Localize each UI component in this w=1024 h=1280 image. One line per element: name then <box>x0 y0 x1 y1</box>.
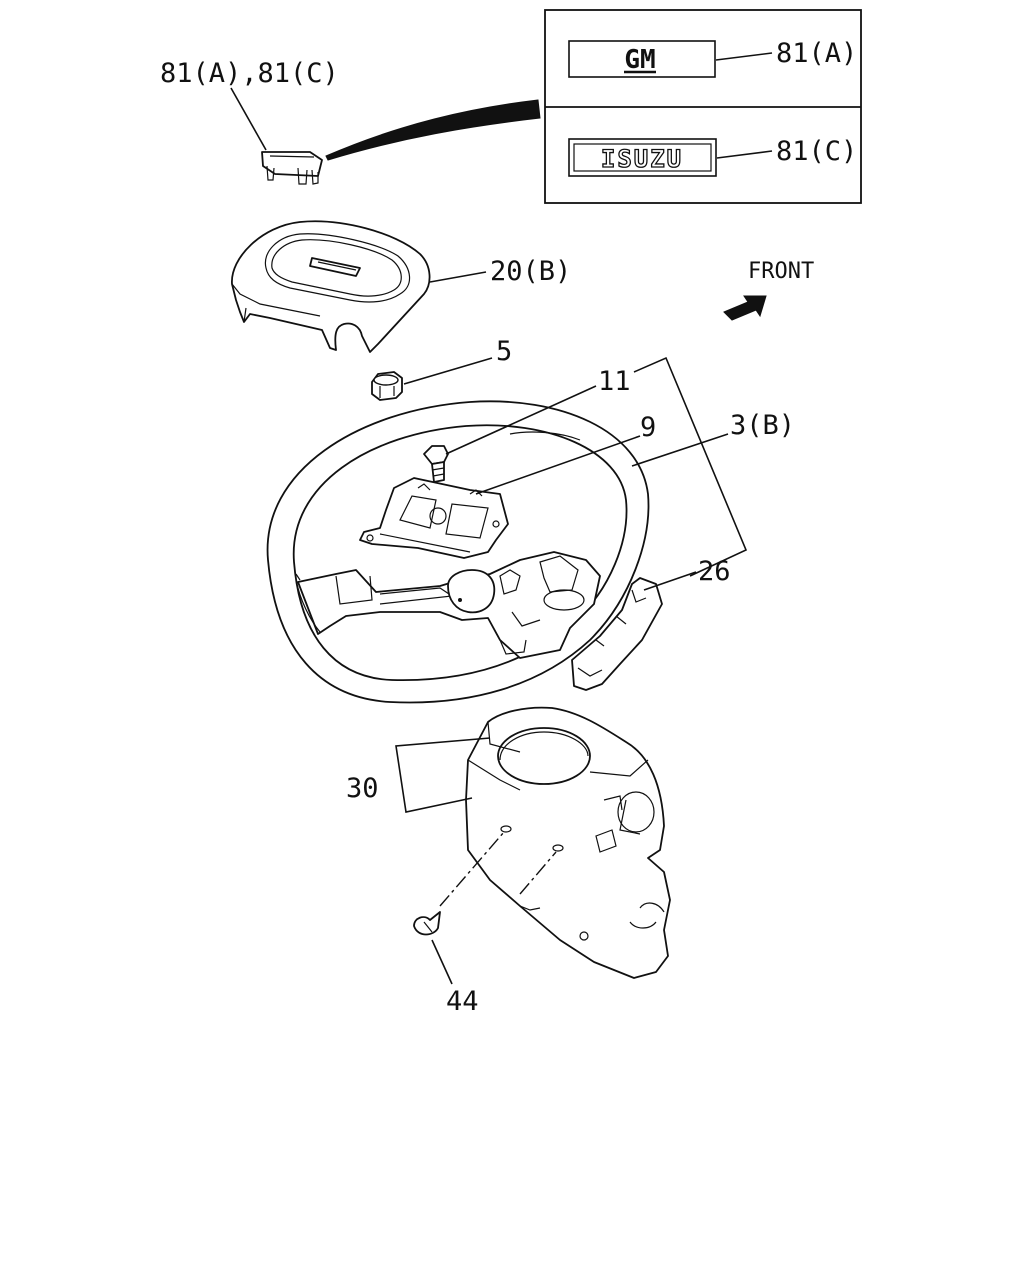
front-arrow-icon <box>723 295 767 321</box>
swoosh-connector <box>325 99 541 161</box>
label-30: 30 <box>346 773 379 804</box>
isuzu-emblem-text: ISUZU <box>601 145 683 173</box>
horn-pad-part <box>231 220 431 353</box>
horn-plate-part <box>359 477 509 559</box>
label-26: 26 <box>698 556 731 587</box>
bolt-part <box>423 445 449 483</box>
label-44: 44 <box>446 986 479 1017</box>
leader-emblem-pair <box>230 87 267 151</box>
label-81c: 81(C) <box>776 136 857 167</box>
label-5: 5 <box>496 336 512 367</box>
front-direction-label: FRONT <box>748 259 814 284</box>
gm-emblem-text: GM <box>624 45 655 75</box>
screw-part <box>413 911 441 936</box>
label-9: 9 <box>640 412 656 443</box>
nut-part <box>371 371 403 401</box>
isuzu-emblem: ISUZU <box>568 138 717 177</box>
switch-bracket-part <box>571 577 663 691</box>
label-20b: 20(B) <box>490 256 571 287</box>
label-11: 11 <box>598 366 631 397</box>
label-81a-81c: 81(A),81(C) <box>160 58 339 89</box>
label-81a: 81(A) <box>776 38 857 69</box>
emblem-clip-part <box>261 151 323 185</box>
column-cover-part <box>465 706 671 979</box>
bracket-30 <box>395 737 491 813</box>
gm-emblem: GM <box>568 40 716 78</box>
group-bracket <box>633 356 748 577</box>
emblem-inset-box: GM 81(A) ISUZU 81(C) <box>544 9 862 204</box>
label-3b: 3(B) <box>730 410 795 441</box>
